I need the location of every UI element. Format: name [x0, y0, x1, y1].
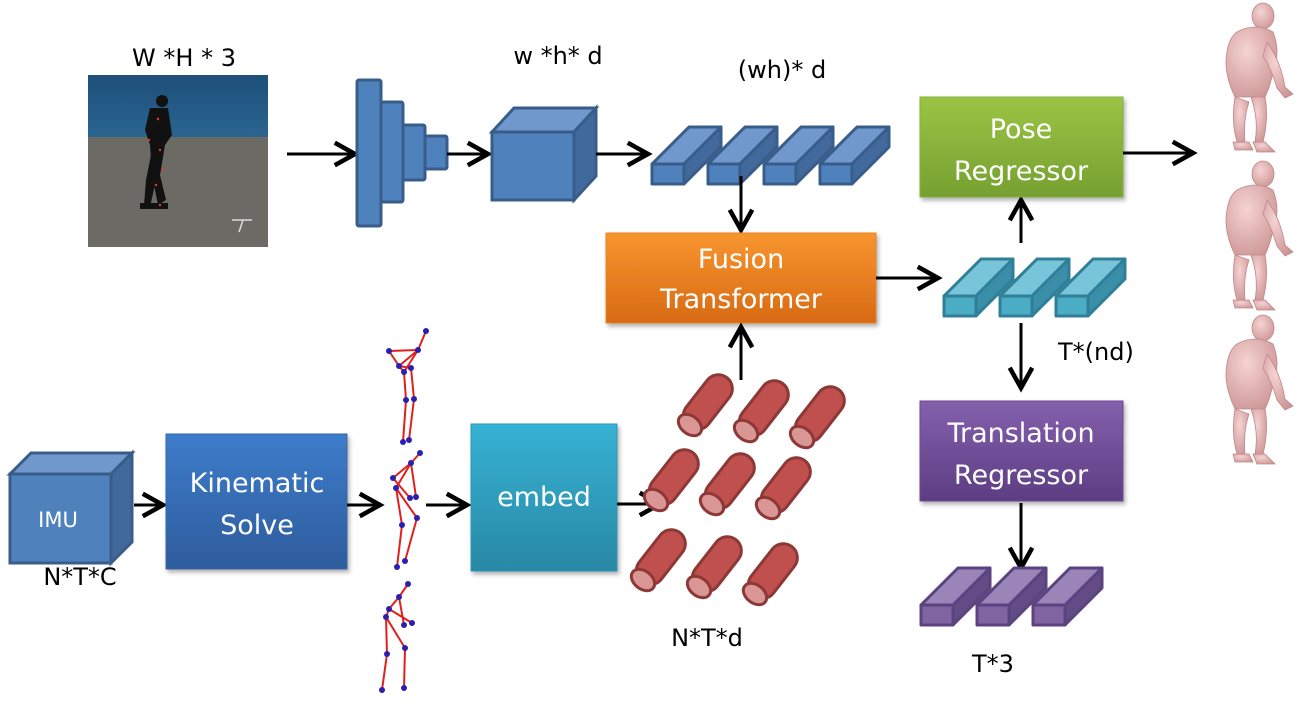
- skeleton-sequence: [379, 328, 429, 693]
- image-token-row: [650, 125, 891, 186]
- translation-token: [919, 566, 992, 627]
- imu-embedding-cylinder: [642, 448, 700, 513]
- imu-embedding-cylinder: [685, 535, 743, 600]
- pose-regressor-box: [919, 96, 1124, 198]
- skeleton-frame: [390, 450, 423, 570]
- imu-embedding-cylinder: [741, 542, 799, 607]
- imu-cube: [6, 449, 136, 567]
- cnn-encoder: [355, 78, 449, 228]
- fusion-transformer-line1: Fusion: [698, 244, 784, 275]
- imu-embedding-cylinder: [754, 456, 812, 521]
- imu-label: IMU: [38, 508, 78, 532]
- image-token: [818, 125, 891, 186]
- translation-token: [975, 566, 1048, 627]
- translation-token-row: [919, 566, 1104, 627]
- image-token: [650, 125, 723, 186]
- imu-embedding-cylinder: [788, 385, 846, 450]
- translation-dims-label: T*3: [971, 650, 1014, 678]
- fused-token: [1054, 257, 1127, 318]
- image-dims-label: W *H * 3: [132, 44, 236, 72]
- kinematic-solve-box: [165, 433, 348, 570]
- body-mesh-outputs: [1225, 2, 1294, 465]
- skeleton-frame: [386, 328, 429, 445]
- image-token: [762, 125, 835, 186]
- kinematic-solve-line1: Kinematic: [190, 468, 325, 499]
- imu-dims-label: N*T*C: [43, 563, 116, 591]
- fused-token: [998, 257, 1071, 318]
- translation-token: [1031, 566, 1104, 627]
- translation-regressor-line2: Regressor: [954, 460, 1089, 491]
- pose-regressor-line1: Pose: [990, 114, 1053, 145]
- pose-regressor-line2: Regressor: [954, 156, 1089, 187]
- body-mesh: [1225, 160, 1294, 311]
- fusion-transformer-box: [605, 232, 877, 324]
- kinematic-solve-line2: Solve: [220, 510, 294, 541]
- skeleton-frame: [379, 581, 415, 693]
- fused-token: [942, 257, 1015, 318]
- translation-regressor-box: [919, 400, 1124, 502]
- imu-embedding-cylinder: [698, 452, 756, 517]
- fused-token-row: [942, 257, 1127, 318]
- embed-box: [470, 423, 618, 572]
- embed-label: embed: [497, 482, 591, 513]
- imu-embedding-cylinder: [629, 528, 687, 593]
- imu-embedding-grid: [629, 373, 846, 607]
- imu-embedding-cylinder: [676, 373, 734, 438]
- fusion-transformer-line2: Transformer: [659, 284, 823, 315]
- token-dims-label: (wh)* d: [738, 56, 826, 84]
- input-image: [88, 75, 268, 247]
- translation-regressor-line1: Translation: [946, 418, 1094, 449]
- fused-dims-label: T*(nd): [1057, 338, 1134, 366]
- feature-map-dims-label: w *h* d: [513, 42, 602, 70]
- body-mesh: [1225, 2, 1294, 153]
- imu-embedding-cylinder: [732, 379, 790, 444]
- embed-dims-label: N*T*d: [671, 624, 743, 652]
- feature-cube: [488, 104, 600, 204]
- body-mesh: [1225, 314, 1294, 465]
